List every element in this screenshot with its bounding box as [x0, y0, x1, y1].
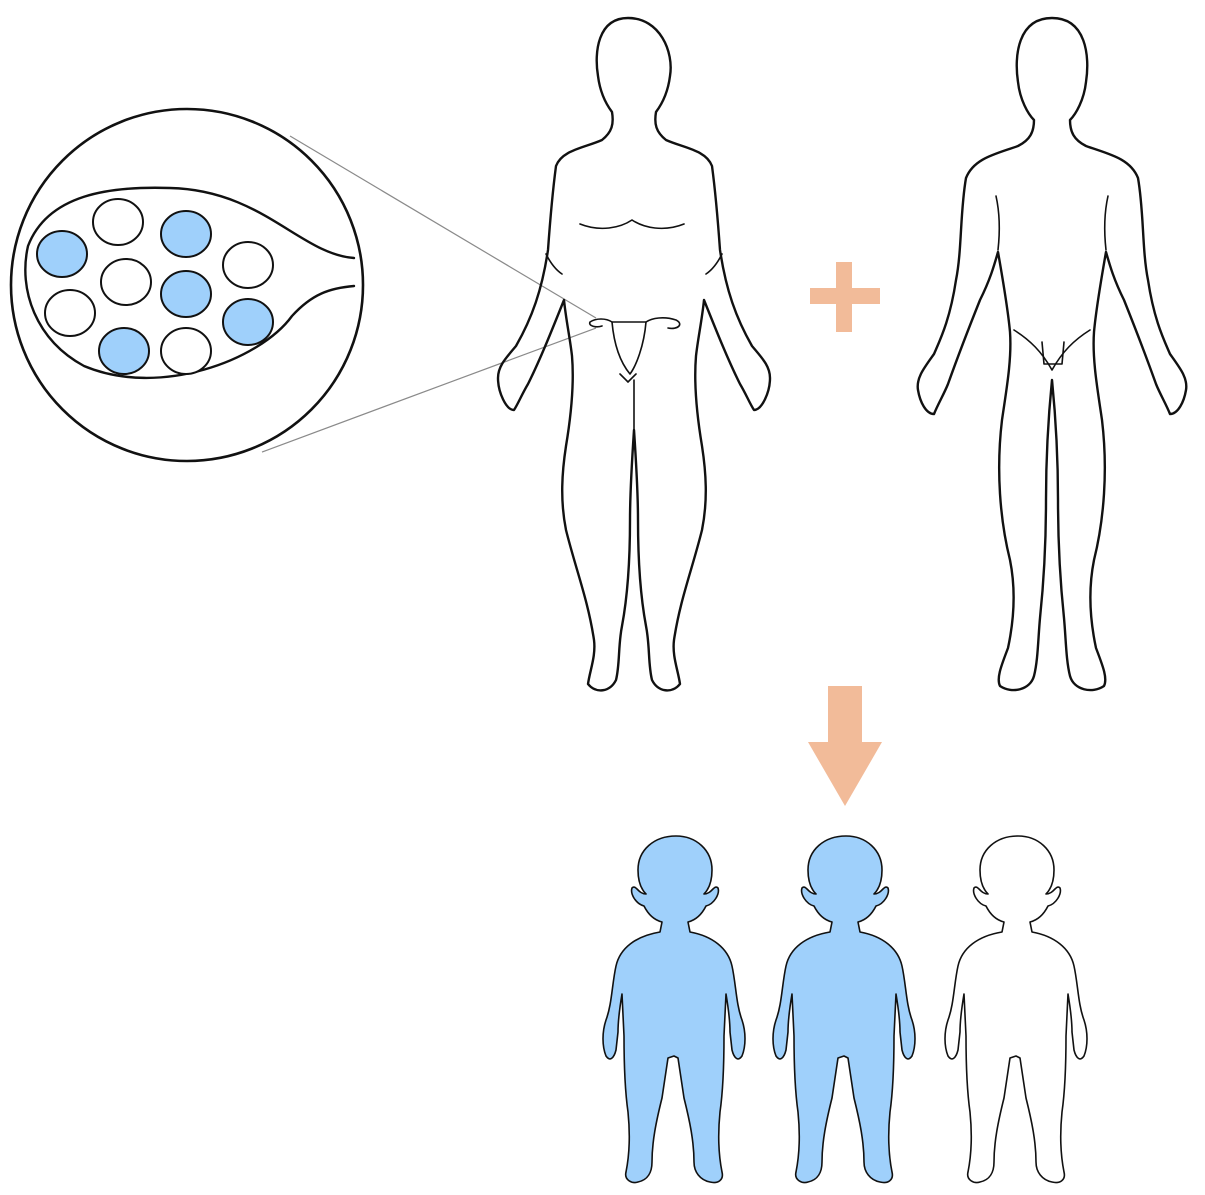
egg-cell-unaffected — [223, 242, 273, 288]
plus-sign-icon — [810, 262, 880, 332]
egg-cell-affected — [99, 328, 149, 374]
child-silhouette-icon — [773, 836, 915, 1183]
male-body-outline-icon — [918, 18, 1187, 690]
egg-cell-affected — [223, 299, 273, 345]
egg-cell-unaffected — [161, 328, 211, 374]
egg-cell-affected — [37, 231, 87, 277]
egg-cell-affected — [161, 271, 211, 317]
children-group — [603, 836, 1087, 1183]
egg-cell-unaffected — [45, 290, 95, 336]
egg-cell-affected — [161, 211, 211, 257]
arrow-down-icon — [808, 686, 882, 806]
child-silhouette-icon — [945, 836, 1087, 1183]
child-silhouette-icon — [603, 836, 745, 1183]
uterus-icon — [590, 318, 680, 382]
female-body-outline-icon — [498, 18, 770, 690]
egg-cell-unaffected — [101, 259, 151, 305]
egg-cell-unaffected — [93, 199, 143, 245]
